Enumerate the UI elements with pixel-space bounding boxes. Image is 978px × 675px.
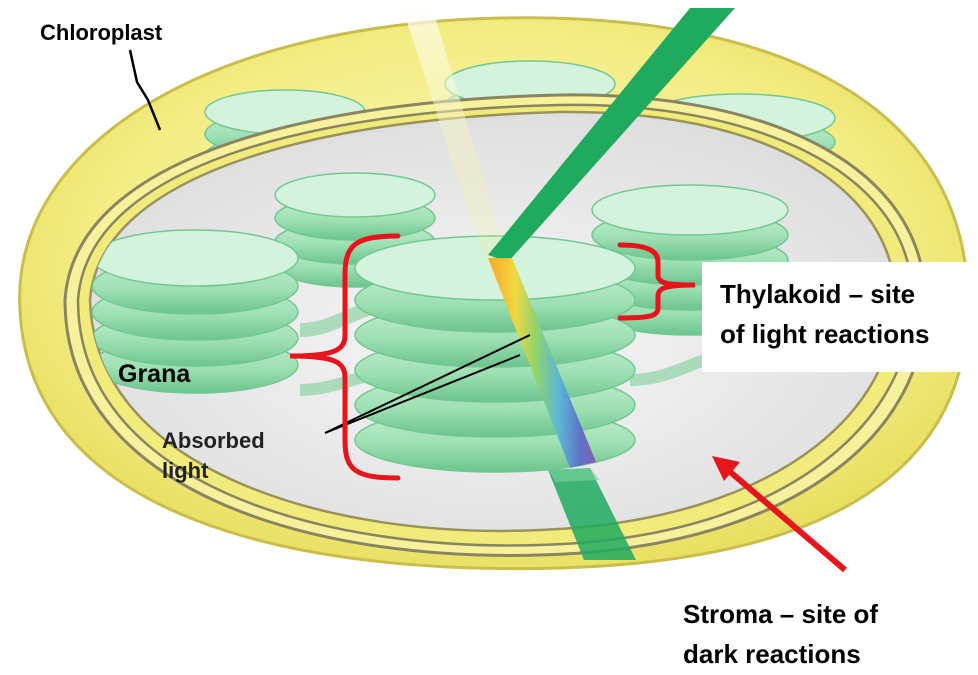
absorbed-light-label-line1: Absorbed — [162, 428, 265, 453]
chloroplast-label: Chloroplast — [40, 20, 163, 45]
thylakoid-label-line1: Thylakoid – site — [720, 279, 915, 309]
grana-label: Grana — [118, 360, 191, 388]
stroma-label-line2: dark reactions — [683, 639, 861, 669]
thylakoid-label-line2: of light reactions — [720, 319, 929, 349]
absorbed-light-label-line2: light — [162, 458, 209, 483]
stroma-label-line1: Stroma – site of — [683, 599, 878, 629]
